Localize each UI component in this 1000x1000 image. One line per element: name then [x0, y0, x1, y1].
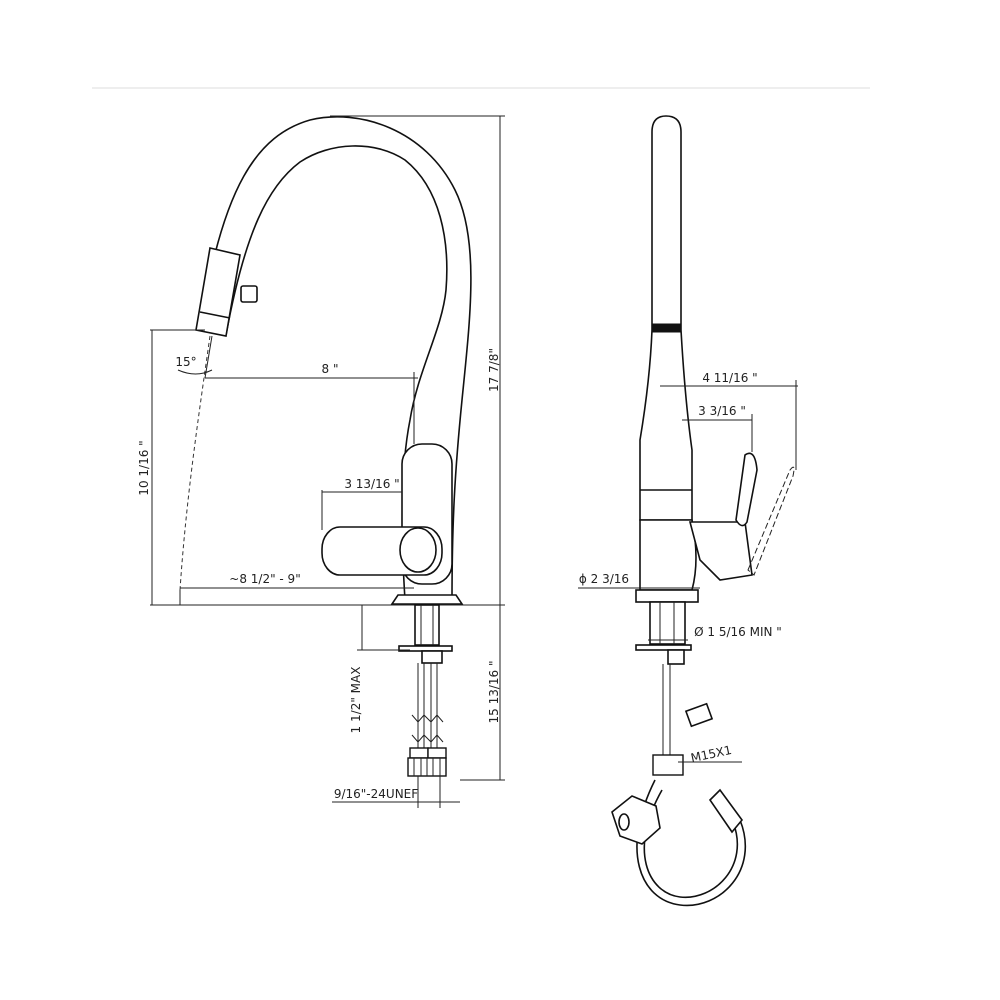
hose-connector — [611, 795, 661, 845]
side-mounting-nut — [667, 649, 685, 665]
spout-inner-edge — [225, 145, 448, 601]
side-mounting-plate — [635, 644, 692, 651]
dim-deck-thickness: 1 1/2" MAX — [349, 667, 363, 734]
side-spout — [639, 115, 693, 521]
hose-end-cap — [684, 702, 714, 728]
side-spout-tip — [651, 323, 682, 333]
side-lever — [735, 452, 758, 527]
spout-outer-edge — [199, 116, 472, 601]
front-view: 17 7/8" 15 13/16 " 10 1/16 " 8 " 15° 3 1… — [137, 115, 505, 808]
dim-spout-clearance: 10 1/16 " — [137, 440, 151, 495]
dim-supply-thread: 9/16"-24UNEF — [334, 787, 418, 801]
spray-stream — [179, 335, 211, 591]
mounting-nut — [421, 650, 443, 664]
side-body — [639, 519, 697, 591]
side-shank — [649, 601, 686, 645]
spray-head — [195, 247, 241, 337]
front-lever — [321, 526, 443, 576]
front-lever-end — [399, 527, 437, 573]
dim-below-deck: 15 13/16 " — [487, 661, 501, 724]
side-base — [635, 589, 699, 603]
spray-head-band — [199, 311, 231, 319]
dim-angle-arc — [177, 369, 213, 375]
dim-spray-angle: 15° — [175, 355, 196, 369]
dim-hole-diameter: Ø 1 5/16 MIN " — [694, 625, 782, 639]
pull-out-hose-loop — [636, 779, 746, 907]
side-view: 4 11/16 " 3 3/16 " ϕ 2 3/16 Ø 1 5/16 MIN… — [578, 115, 798, 907]
side-handle-mount — [688, 521, 753, 581]
side-supply-nut — [652, 754, 684, 776]
front-shank — [414, 604, 440, 646]
dim-handle-depth-total: 4 11/16 " — [702, 371, 757, 385]
supply-hoses — [407, 663, 447, 777]
dim-handle-height: 3 13/16 " — [344, 477, 399, 491]
dim-spray-reach: ~8 1/2" - 9" — [229, 572, 300, 586]
hose-connector-bore — [618, 813, 630, 831]
dim-reach: 8 " — [322, 362, 339, 376]
hose-end-fitting — [708, 788, 744, 834]
dim-total-height: 17 7/8" — [487, 348, 501, 392]
dim-base-diameter: ϕ 2 3/16 — [579, 572, 629, 586]
front-base — [390, 594, 464, 605]
dim-handle-depth: 3 3/16 " — [698, 404, 746, 418]
spray-button — [240, 285, 258, 303]
dim-angle-line — [204, 335, 213, 379]
side-lever-raised — [747, 466, 795, 576]
